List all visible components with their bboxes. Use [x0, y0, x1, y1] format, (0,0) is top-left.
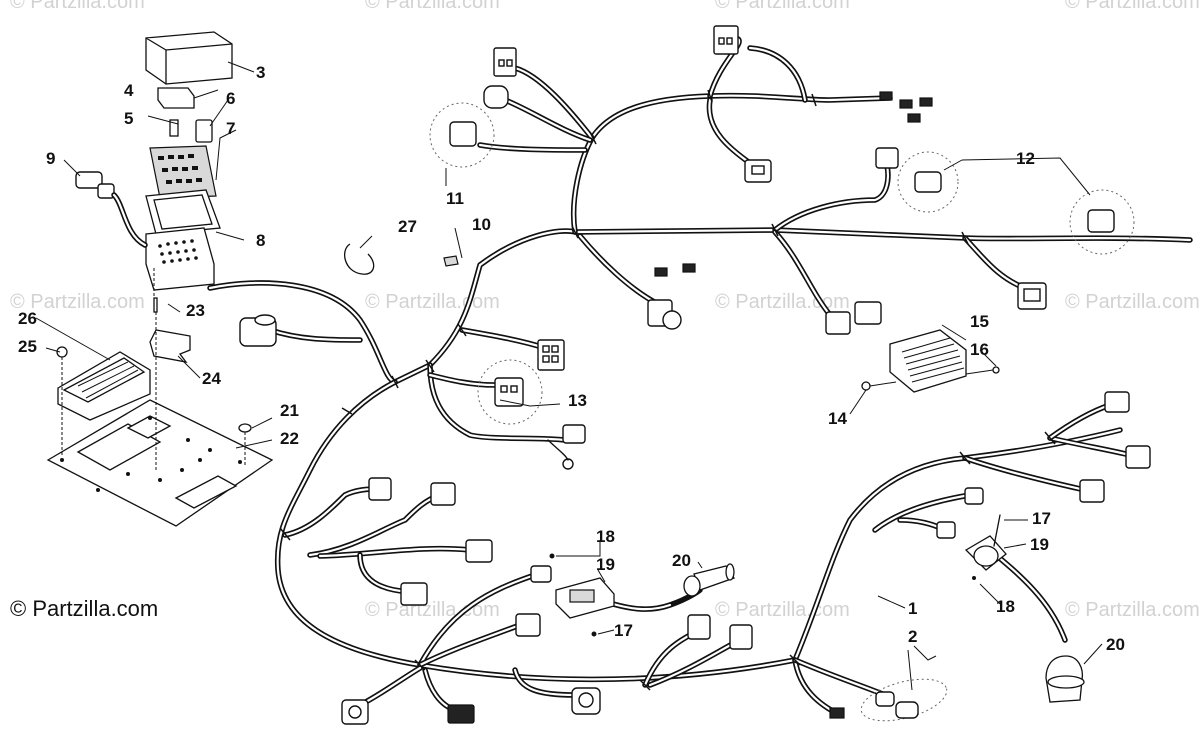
switch-assemblies: [549, 514, 1085, 703]
callout-26: 26: [18, 309, 37, 328]
callout-5: 5: [124, 109, 133, 128]
callout-19: 19: [596, 555, 615, 574]
callout-18: 18: [996, 597, 1015, 616]
watermark: © Partzilla.com: [1065, 291, 1200, 313]
connector-plug: [687, 614, 753, 650]
callout-24: 24: [202, 369, 221, 388]
connector-plug: [1104, 391, 1130, 413]
watermark: © Partzilla.com: [10, 0, 145, 13]
connector-plug: [936, 521, 956, 539]
connectors: [239, 25, 1151, 725]
detail-circles: [429, 102, 1135, 425]
callout-13: 13: [568, 391, 587, 410]
callout-3: 3: [256, 63, 265, 82]
callout-25: 25: [18, 337, 37, 356]
watermark: © Partzilla.com: [10, 291, 145, 313]
connector-plug: [744, 159, 772, 183]
watermark: © Partzilla.com: [365, 599, 500, 621]
watermark: © Partzilla.com: [1065, 599, 1200, 621]
callout-10: 10: [472, 215, 491, 234]
connector-plug: [964, 487, 984, 505]
callout-11: 11: [446, 189, 464, 208]
connector-plug: [825, 301, 882, 335]
callout-15: 15: [970, 312, 989, 331]
connector-plug: [447, 704, 475, 724]
connector-plug: [515, 613, 541, 637]
watermark: © Partzilla.com: [715, 599, 850, 621]
callout-4: 4: [124, 81, 134, 100]
callout-19: 19: [1030, 535, 1049, 554]
connector-plug: [713, 25, 739, 55]
callout-8: 8: [256, 231, 265, 250]
watermark: © Partzilla.com: [1065, 0, 1200, 13]
callout-14: 14: [828, 409, 847, 428]
callout-17: 17: [1032, 509, 1051, 528]
callout-1: 1: [908, 599, 917, 618]
connector-plug: [537, 339, 565, 371]
callout-21: 21: [280, 401, 299, 420]
callout-2: 2: [908, 627, 917, 646]
connector-plug: [571, 687, 601, 715]
callout-20: 20: [672, 551, 691, 570]
connector-plug: [341, 699, 369, 725]
upper-branches: [267, 35, 1033, 388]
connector-plug: [239, 314, 277, 347]
callout-22: 22: [280, 429, 299, 448]
leader-lines: [35, 61, 1103, 691]
connector-plug: [465, 539, 493, 563]
watermark: © Partzilla.com: [715, 291, 850, 313]
connector-plug: [493, 47, 517, 77]
misc-parts: [344, 243, 459, 275]
callout-16: 16: [970, 340, 989, 359]
connector-plug: [400, 582, 428, 606]
callout-6: 6: [226, 89, 235, 108]
callout-23: 23: [186, 301, 205, 320]
callout-27: 27: [398, 217, 417, 236]
voltage-regulator: [861, 329, 1000, 393]
callout-7: 7: [226, 119, 235, 138]
connector-plug: [1079, 479, 1105, 503]
connector-plug: [368, 477, 392, 501]
main-harness: [207, 92, 1193, 683]
lower-branches: [282, 402, 1133, 718]
callouts: 3 4 5 6 7 8 9 10 11 12 13 14 15 16 17 17…: [18, 63, 1125, 654]
connector-plug: [647, 299, 682, 330]
callout-18: 18: [596, 527, 615, 546]
callout-20: 20: [1106, 635, 1125, 654]
connector-plug: [1017, 282, 1047, 310]
connector-plug: [547, 424, 586, 470]
spade-terminal: [879, 91, 933, 123]
watermarks: © Partzilla.com © Partzilla.com © Partzi…: [10, 0, 1200, 621]
connector-plug: [1125, 445, 1151, 469]
connector-plug: [875, 147, 899, 169]
spade-terminal: [654, 263, 696, 277]
connector-plug: [430, 482, 456, 506]
connector-plug: [530, 565, 552, 583]
callout-9: 9: [46, 149, 55, 168]
watermark: © Partzilla.com: [365, 291, 500, 313]
detail-ellipse: [860, 678, 948, 722]
fuse-box-assembly: [75, 31, 233, 291]
callout-17: 17: [614, 621, 633, 640]
mounting-plate: [46, 268, 274, 527]
copyright-credit: © Partzilla.com: [10, 596, 159, 621]
spade-terminal: [829, 707, 845, 719]
connector-plug: [483, 85, 509, 109]
callout-12: 12: [1016, 149, 1035, 168]
watermark: © Partzilla.com: [365, 0, 500, 13]
harness-clamps: [279, 89, 1056, 691]
watermark: © Partzilla.com: [715, 0, 850, 13]
